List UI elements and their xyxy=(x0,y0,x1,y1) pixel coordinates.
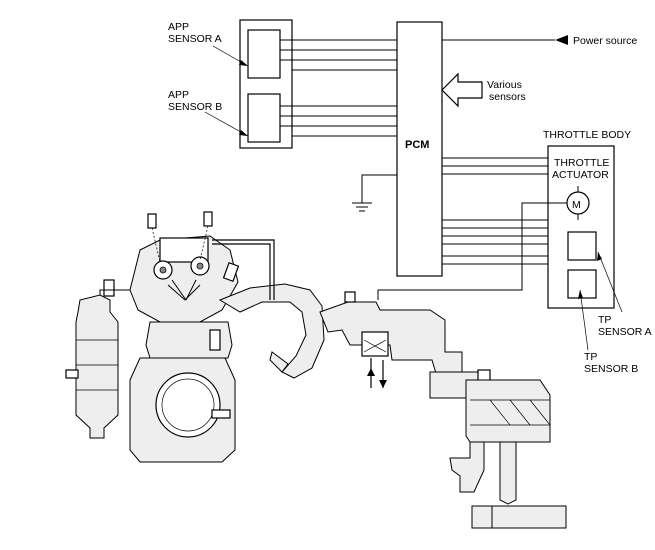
motor-icon: M xyxy=(548,186,590,220)
app-to-pcm-wires xyxy=(280,39,397,137)
app-sensor-b-label: APP SENSOR B xyxy=(168,89,222,113)
throttle-body-label: THROTTLE BODY xyxy=(543,129,631,141)
svg-text:M: M xyxy=(572,199,581,211)
app-sensor-assembly xyxy=(239,19,293,149)
engine-illustration xyxy=(65,211,567,529)
various-sensors-arrow xyxy=(441,72,483,108)
pcm-label: PCM xyxy=(405,139,429,151)
ground-symbol xyxy=(352,174,397,212)
tp-sensor-b-box xyxy=(567,269,597,299)
throttle-actuator-label: THROTTLE ACTUATOR xyxy=(552,157,612,181)
various-sensors-label: Various sensors xyxy=(487,79,526,103)
power-source-label: Power source xyxy=(573,35,637,47)
tp-sensor-a-label: TP SENSOR A xyxy=(598,314,652,338)
tp-sensor-a-box xyxy=(567,231,597,261)
tp-sensor-b-label: TP SENSOR B xyxy=(584,351,638,375)
app-sensor-a-label: APP SENSOR A xyxy=(168,21,222,45)
app-sensor-a-box xyxy=(247,29,281,79)
app-sensor-b-box xyxy=(247,93,281,143)
pcm-box xyxy=(396,21,443,277)
pcm-to-throttle-wires xyxy=(377,157,548,300)
